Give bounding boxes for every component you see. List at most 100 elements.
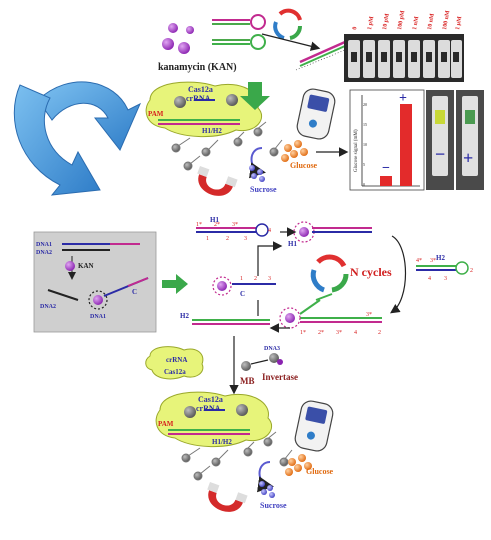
bar-minus [380, 176, 392, 186]
h2-segment-numbers: 4* 3* 2 3 4 [416, 258, 473, 282]
svg-text:2: 2 [378, 330, 381, 336]
glucose-label-bottom: Glucose [306, 467, 334, 476]
strip-minus: − [435, 144, 445, 164]
h1-complex [293, 221, 372, 243]
svg-text:2: 2 [226, 236, 229, 242]
glucose-balls-top [281, 140, 308, 162]
strip-label-2: 10 pM [382, 13, 391, 31]
y-tick-15: 15 [363, 122, 367, 127]
dna2-label-panel-b: DNA2 [40, 304, 56, 310]
c-label: C [240, 290, 245, 298]
sucrose-balls-bottom [259, 481, 275, 498]
glucometer-bottom [294, 400, 334, 452]
svg-text:2*: 2* [214, 222, 220, 228]
dna3-label: DNA3 [264, 346, 280, 352]
dna3-mb-invertase [241, 353, 283, 371]
n-cycles-icon [310, 254, 349, 293]
mb-label: MB [240, 376, 255, 386]
svg-text:4*: 4* [416, 258, 422, 264]
cas12a-complex-top [145, 81, 263, 138]
c-label-panel: C [132, 288, 137, 296]
h2-hairpin [416, 261, 469, 275]
h1-hairpin [196, 223, 269, 237]
magnet-bottom [207, 482, 248, 512]
crrna-label-bottom: crRNA [196, 404, 221, 413]
svg-text:2*: 2* [318, 330, 324, 336]
h1h2-complex [192, 293, 382, 329]
svg-text:4: 4 [354, 330, 357, 336]
svg-text:1: 1 [206, 236, 209, 242]
svg-text:3: 3 [268, 276, 271, 282]
green-down-arrow [240, 82, 270, 110]
cycle-arrow-right-down [390, 235, 407, 314]
c-strand [212, 276, 276, 296]
svg-text:3: 3 [244, 236, 247, 242]
big-curved-arrow-body [13, 84, 101, 196]
bar-plus [400, 104, 412, 186]
svg-text:3*: 3* [430, 258, 436, 264]
strip-label-4: 1 nM [412, 16, 420, 31]
h1h2-label-bottom: H1/H2 [212, 438, 232, 446]
h2-label: H2 [436, 254, 445, 262]
sucrose-balls-top [249, 165, 265, 182]
crrna-label-top: crRNA [186, 94, 211, 103]
svg-text:3*: 3* [366, 312, 372, 318]
bar-minus-sign: − [382, 161, 390, 176]
h1-label: H1 [210, 216, 219, 224]
h1-segment-numbers: 1* 2* 3* 4 3 2 1 [196, 222, 271, 242]
strip-label-3: 100 pM [397, 10, 406, 31]
strip-label-7: 1 μM [455, 16, 463, 31]
c-segment-numbers: 1 2 3 [240, 276, 271, 282]
svg-text:4: 4 [268, 228, 271, 234]
cas12a-complex-bottom [155, 391, 273, 448]
svg-text:1*: 1* [196, 222, 202, 228]
y-tick-0: 0 [363, 182, 365, 187]
dna1-label-panel: DNA1 [36, 242, 52, 248]
sucrose-label-bottom: Sucrose [260, 501, 287, 510]
h1-label-b: H1 [288, 240, 297, 248]
conversion-arrow-bottom [256, 461, 274, 493]
y-tick-5: 5 [363, 162, 365, 167]
dna2-label-panel: DNA2 [36, 250, 52, 256]
aptamer-hairpin-bottom [212, 34, 266, 50]
dna1-label-panel-b: DNA1 [90, 314, 106, 320]
kan-label-panel: KAN [78, 262, 94, 270]
svg-text:4: 4 [428, 276, 431, 282]
cas12a-label-lower: Cas12a [164, 368, 186, 376]
kan-molecules [162, 23, 194, 54]
svg-text:3*: 3* [336, 330, 342, 336]
strip-plus: + [463, 148, 473, 168]
strip-label-6: 100 nM [442, 10, 451, 31]
h1h2-label-top: H1/H2 [202, 127, 222, 135]
svg-text:1*: 1* [300, 330, 306, 336]
pam-label-bottom: PAM [158, 420, 174, 428]
h2-label-b: H2 [180, 312, 189, 320]
bar-plus-sign: + [399, 91, 407, 106]
strip-photos: − + [426, 90, 484, 190]
glucometer-top [296, 88, 336, 140]
invertase-label: Invertase [262, 372, 298, 382]
n-cycles-label: N cycles [350, 265, 392, 279]
magnet-top [197, 166, 238, 196]
strip-label-5: 10 nM [427, 13, 436, 31]
glucose-label-top: Glucose [290, 161, 318, 170]
svg-text:3: 3 [444, 276, 447, 282]
strip-label-1: 1 pM [367, 16, 375, 31]
duplex-strand [295, 40, 351, 71]
cas12a-label-top: Cas12a [188, 85, 213, 94]
kan-label: kanamycin (KAN) [158, 62, 237, 73]
glucose-balls-bottom [285, 454, 312, 476]
cas12a-label-bottom: Cas12a [198, 395, 223, 404]
recycle-icon [273, 8, 303, 40]
green-right-arrow [162, 274, 188, 294]
sucrose-label-top: Sucrose [250, 185, 277, 194]
kan-displacement-panel [33, 231, 157, 333]
cycle-arrow-left-up [257, 246, 280, 316]
crrna-label-lower: crRNA [166, 356, 187, 364]
top-arrow [261, 33, 321, 51]
bottom-segment-numbers: 1* 2* 3* 4 3* 2 [300, 312, 381, 336]
svg-text:1: 1 [240, 276, 243, 282]
pam-label-top: PAM [148, 110, 164, 118]
